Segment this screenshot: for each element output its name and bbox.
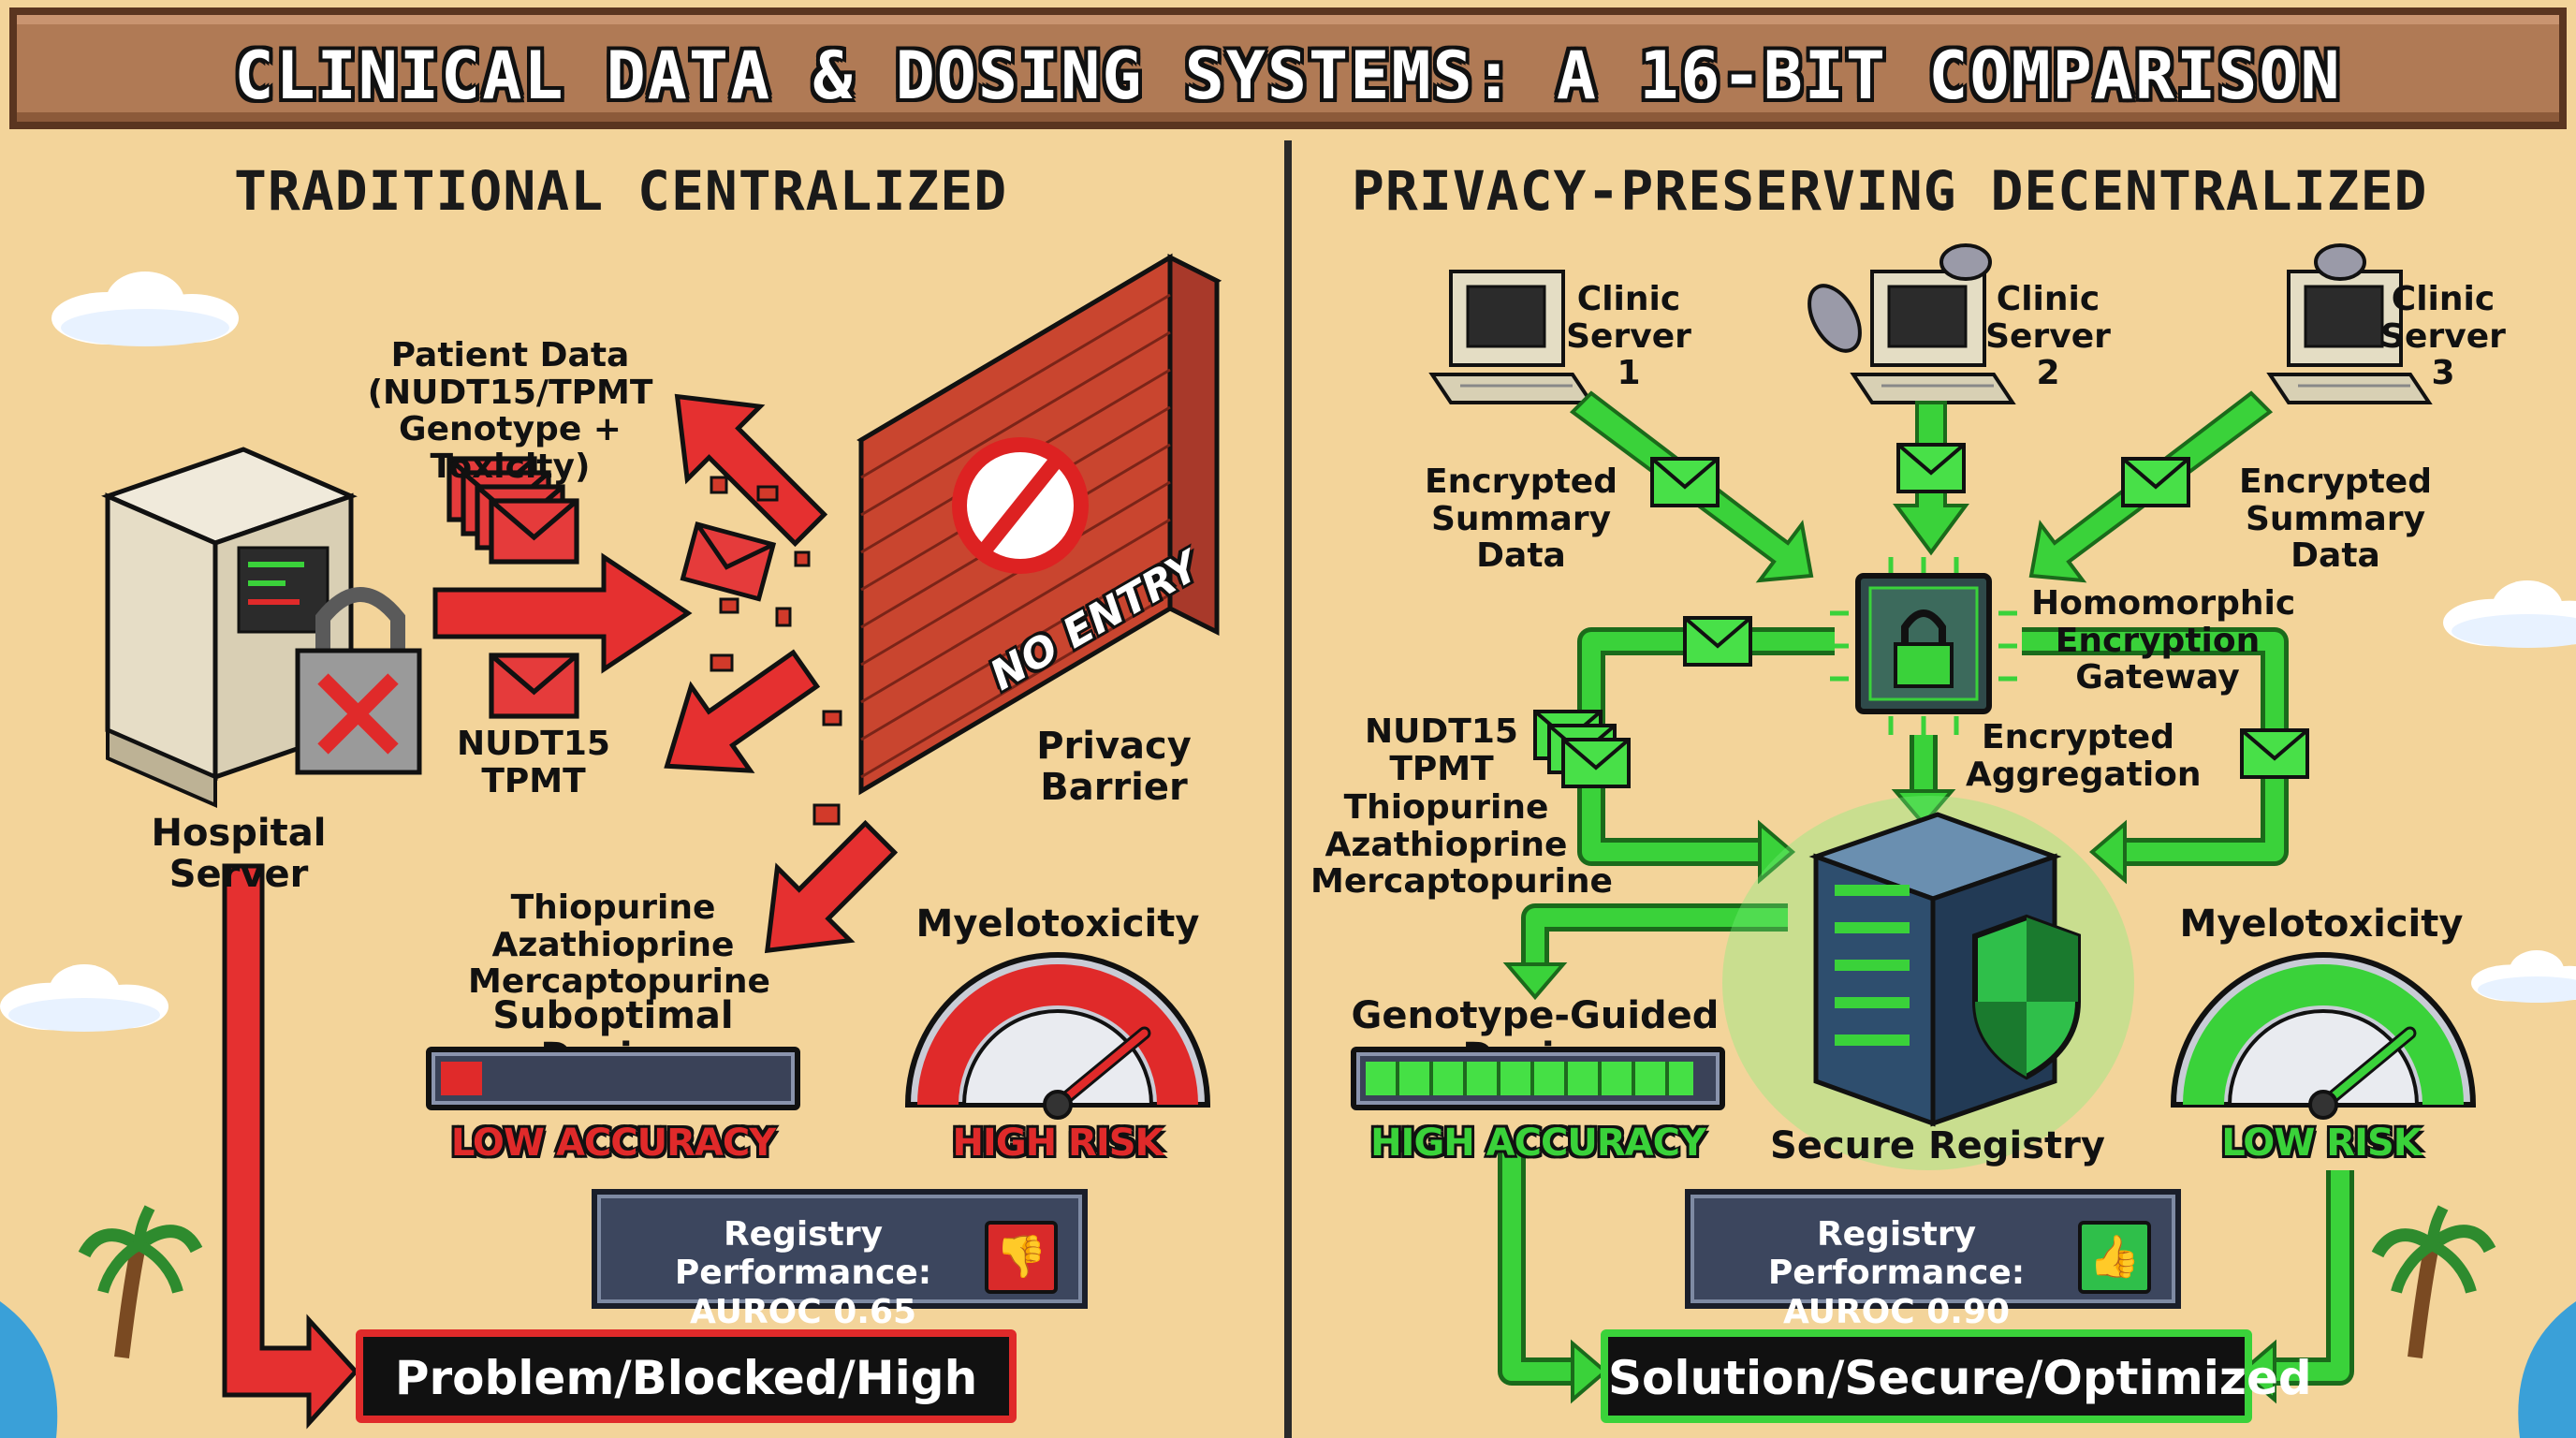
cloud [2471,950,2576,1003]
clinic-server-3-label: Clinic Server 3 [2380,280,2506,393]
right-accuracy-text: HIGH ACCURACY [1370,1122,1706,1165]
shield-icon [1972,914,2081,1080]
cloud [51,271,239,346]
deflect-arrow [664,649,821,773]
right-myelotoxicity-gauge [2170,952,2477,1120]
left-genes-label: NUDT15 TPMT [457,725,610,800]
satellite-dish-icon [1808,243,2366,353]
right-risk-text: LOW RISK [2221,1122,2422,1165]
cloud [2443,580,2576,648]
clinic-server-1-label: Clinic Server 1 [1566,280,1691,393]
arrowhead [1502,789,2276,1404]
envelope-icon [682,524,773,599]
gauge-band [2183,964,2464,1106]
aggregation-label: Encrypted Aggregation [1966,718,2202,794]
left-accuracy-bar [426,1047,800,1110]
gauge-needle [1054,1029,1149,1108]
hospital-server-icon [101,447,358,809]
privacy-barrier-label: Privacy Barrier [1036,725,1192,809]
secure-registry-label: Secure Registry [1770,1124,2105,1167]
right-performance-panel: Registry Performance:AUROC 0.90 👍 [1685,1189,2181,1331]
right-outcome-box: Solution/Secure/Optimized [1601,1329,2312,1423]
right-perf-value: AUROC 0.90 [1782,1292,2011,1331]
palm-tree [84,1208,197,1357]
debris [710,476,842,826]
left-performance-panel: Registry Performance:AUROC 0.65 👎 [592,1189,1088,1331]
gauge-band [917,964,1198,1106]
palm-tree [2378,1208,2490,1357]
gauge-face [2227,1009,2420,1107]
encrypted-summary-left: Encrypted Summary Data [1425,462,1617,576]
panel-divider [1284,140,1292,1438]
deflect-arrow [674,393,828,548]
thumbs-up-icon: 👍 [2078,1221,2151,1294]
gauge-needle [2320,1029,2414,1108]
gauge-hub [1043,1090,1073,1120]
left-myelotoxicity-gauge [904,952,1211,1120]
deflect-arrow [764,819,899,954]
right-gauge-title: Myelotoxicity [2179,902,2464,946]
left-gauge-title: Myelotoxicity [915,902,1200,946]
thumbs-down-icon: 👎 [985,1221,1058,1294]
privacy-wall [856,253,1222,796]
clinic-server-2-label: Clinic Server 2 [1985,280,2111,393]
padlock-icon [295,587,422,775]
patient-data-label: Patient Data (NUDT15/TPMT Genotype + Tox… [367,336,653,486]
left-perf-label: Registry Performance: [674,1215,932,1293]
page-title: CLINICAL DATA & DOSING SYSTEMS: A 16-BIT… [234,37,2342,114]
hospital-server-label: Hospital Server [151,812,327,896]
left-risk-text: HIGH RISK [952,1122,1164,1165]
right-accuracy-bar [1351,1047,1725,1110]
right-perf-label: Registry Performance: [1767,1215,2026,1293]
envelope-icon [491,655,577,716]
left-outcome-box: Problem/Blocked/High Risk [356,1329,1017,1438]
left-perf-value: AUROC 0.65 [689,1292,917,1331]
right-panel-title: PRIVACY-PRESERVING DECENTRALIZED [1352,159,2428,223]
left-accuracy-text: LOW ACCURACY [450,1122,776,1165]
encryption-gateway-chip [1830,557,2017,735]
left-outcome-arrow [222,863,359,1430]
right-dosing-label: Genotype-Guided Dosing [1351,994,1720,1078]
left-drugs-label: Thiopurine Azathioprine Mercaptopurine [468,888,770,1002]
left-panel-title: TRADITIONAL CENTRALIZED [234,159,1008,223]
gauge-hub [2308,1090,2338,1120]
title-banner: CLINICAL DATA & DOSING SYSTEMS: A 16-BIT… [9,7,2567,129]
right-drugs-label: Thiopurine Azathioprine Mercaptopurine [1310,788,1613,902]
data-flow-arrow [432,552,693,674]
encrypted-summary-right: Encrypted Summary Data [2239,462,2432,576]
right-accuracy-fill [1366,1062,1693,1095]
right-genes-label: NUDT15 TPMT [1365,712,1518,788]
left-accuracy-fill [441,1062,482,1095]
cloud [0,964,168,1032]
gateway-label: Homomorphic Encryption Gateway [2031,584,2296,697]
gauge-face [961,1009,1154,1107]
